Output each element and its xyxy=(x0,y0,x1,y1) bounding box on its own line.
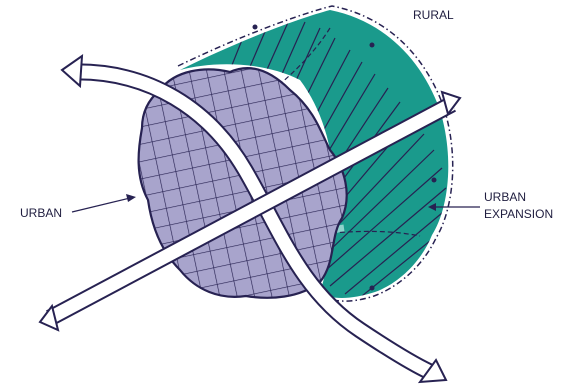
road-straight xyxy=(38,90,462,332)
dot-marker xyxy=(369,285,375,291)
expansion-inner-dashed-2 xyxy=(299,230,421,237)
urban-label: URBAN xyxy=(20,206,63,220)
arrow-head-lower-left xyxy=(38,303,60,332)
arrow-head-upper-left xyxy=(60,53,84,89)
rural-label: RURAL xyxy=(413,8,454,22)
urban-expansion-label-line1: URBAN xyxy=(484,190,527,204)
dot-marker xyxy=(369,42,375,48)
expansion-dashed-outline xyxy=(177,5,454,302)
arrow-head-lower-right xyxy=(417,358,448,384)
urban-leader-arrow xyxy=(126,194,136,202)
urban-leader-line xyxy=(71,197,131,213)
expansion-leader-arrow xyxy=(428,203,436,211)
urban-expansion-label-line2: EXPANSION xyxy=(484,207,554,221)
dot-marker xyxy=(431,177,437,183)
urban-expansion-area xyxy=(180,10,449,298)
road-curved xyxy=(60,53,448,384)
arrow-head-upper-right xyxy=(440,90,462,117)
dot-marker xyxy=(252,24,258,30)
